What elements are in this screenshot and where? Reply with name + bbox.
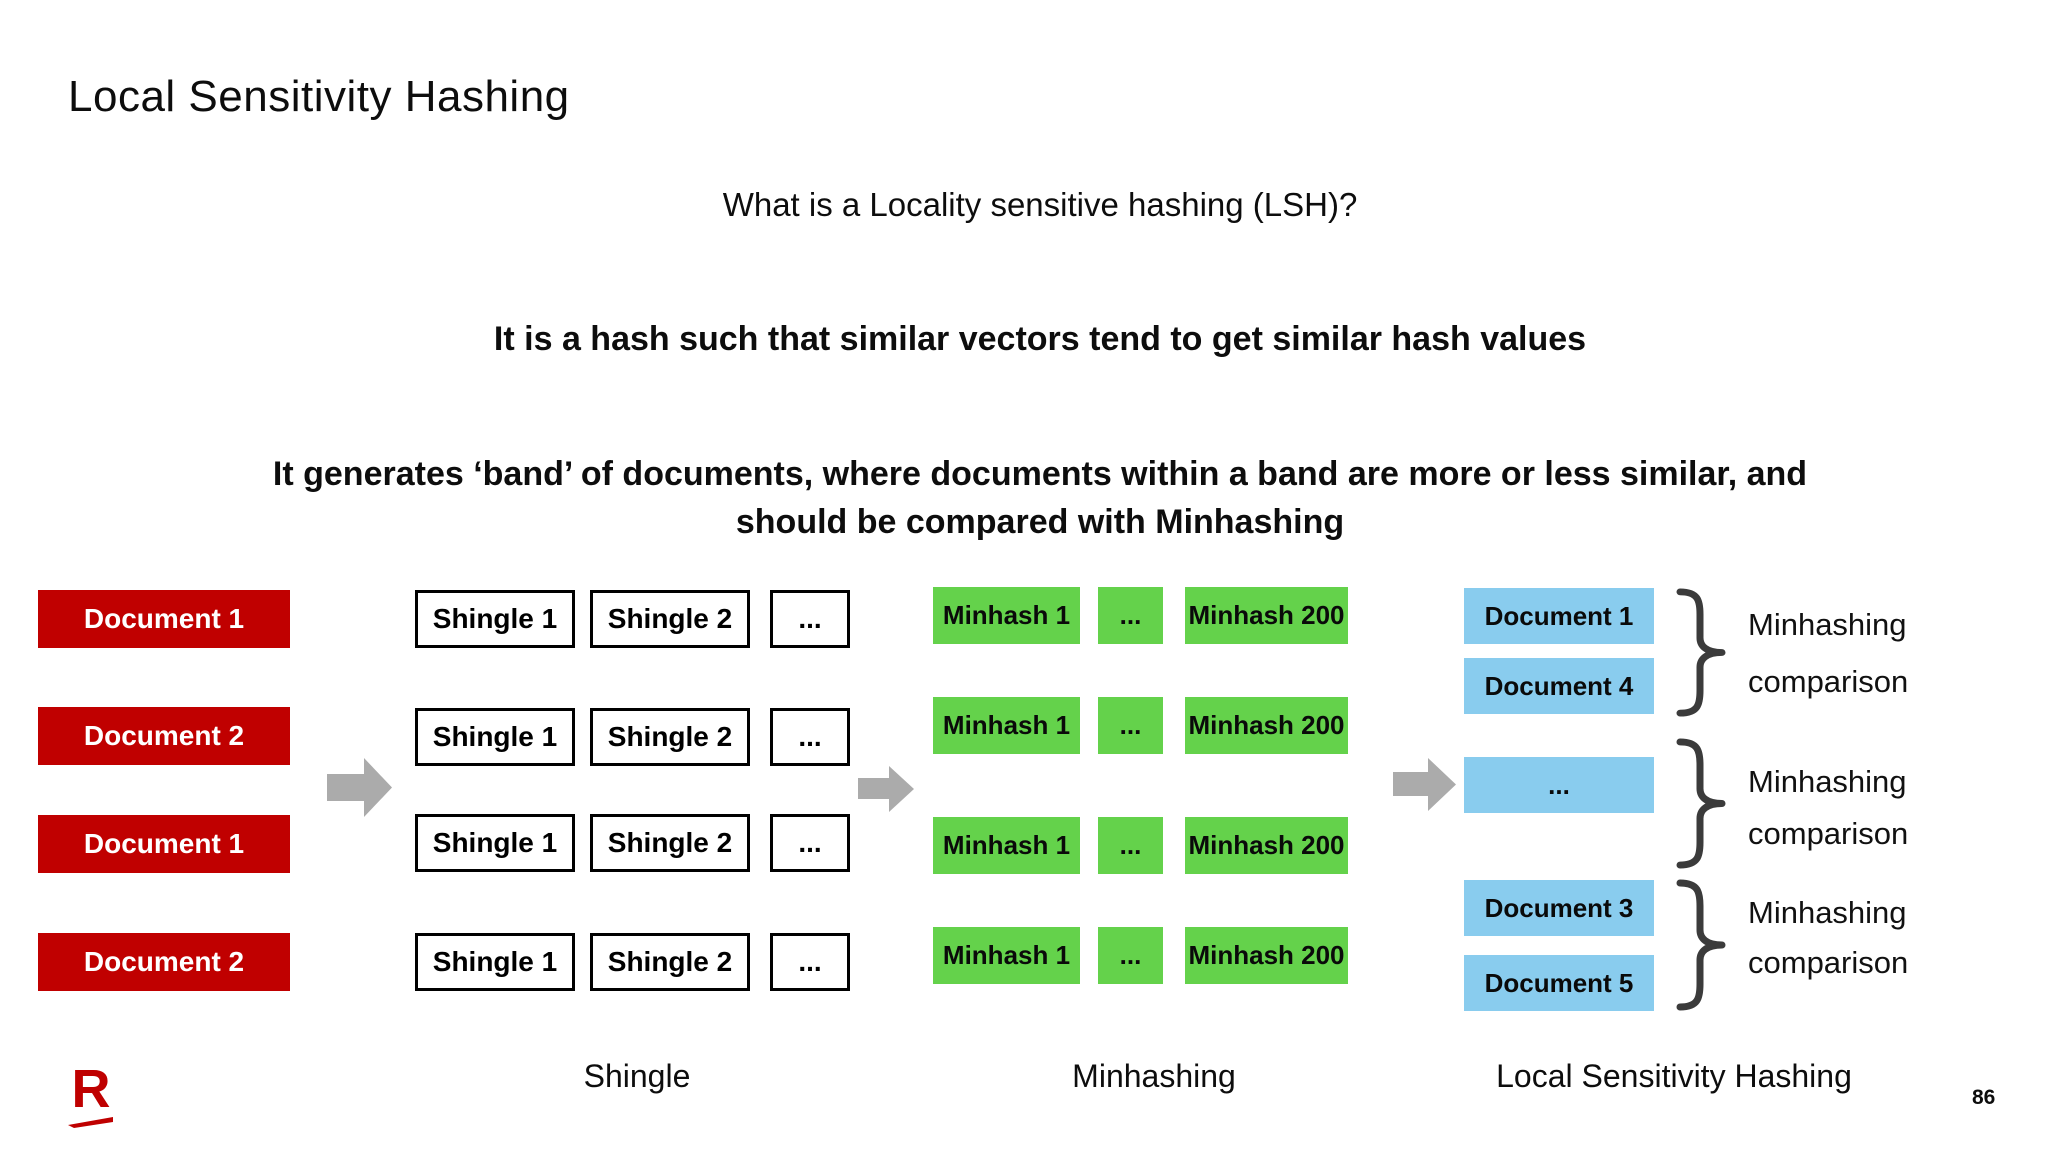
band-comparison-label: Minhashing <box>1748 607 1907 642</box>
shingle-ellipsis-box: ... <box>770 814 850 872</box>
arrow-right-icon <box>858 766 914 812</box>
minhash-box: Minhash 1 <box>933 817 1080 874</box>
shingle-ellipsis-box: ... <box>770 590 850 648</box>
band-document-box: Document 3 <box>1464 880 1654 936</box>
statement-band-definition: It generates ‘band’ of documents, where … <box>0 450 2048 546</box>
statement-hash-definition: It is a hash such that similar vectors t… <box>493 320 1587 358</box>
shingle-box: Shingle 1 <box>415 708 575 766</box>
page-title: Local Sensitivity Hashing <box>68 72 570 121</box>
band-comparison-label: Minhashing <box>1748 764 1907 799</box>
minhash-box: Minhash 200 <box>1185 817 1348 874</box>
curly-brace-icon <box>1676 738 1726 869</box>
band-document-box: Document 4 <box>1464 658 1654 714</box>
shingle-box: Shingle 2 <box>590 933 750 991</box>
minhash-box: Minhash 200 <box>1185 927 1348 984</box>
band-comparison-label: comparison <box>1748 664 1909 699</box>
rakuten-logo-swoosh-icon <box>68 1117 113 1128</box>
curly-brace-icon <box>1676 588 1726 717</box>
shingle-box: Shingle 2 <box>590 814 750 872</box>
band-document-box: Document 5 <box>1464 955 1654 1011</box>
shingle-box: Shingle 2 <box>590 708 750 766</box>
rakuten-logo: R <box>66 1062 116 1128</box>
band-comparison-label: comparison <box>1748 816 1909 851</box>
arrow-right-icon <box>1393 758 1456 811</box>
band-comparison-label: comparison <box>1748 945 1909 980</box>
statement-band-line1: It generates ‘band’ of documents, where … <box>272 455 1808 493</box>
rakuten-logo-letter: R <box>71 1059 111 1119</box>
minhash-box: Minhash 1 <box>933 927 1080 984</box>
document-box: Document 2 <box>38 933 290 991</box>
stage-label-lsh: Local Sensitivity Hashing <box>1496 1058 1852 1094</box>
minhash-ellipsis-box: ... <box>1098 817 1163 874</box>
shingle-box: Shingle 1 <box>415 814 575 872</box>
shingle-ellipsis-box: ... <box>770 708 850 766</box>
band-ellipsis-box: ... <box>1464 757 1654 813</box>
document-box: Document 1 <box>38 590 290 648</box>
document-box: Document 2 <box>38 707 290 765</box>
minhash-box: Minhash 200 <box>1185 697 1348 754</box>
minhash-box: Minhash 1 <box>933 587 1080 644</box>
statement-band-line2: should be compared with Minhashing <box>735 503 1345 541</box>
shingle-box: Shingle 1 <box>415 590 575 648</box>
shingle-box: Shingle 1 <box>415 933 575 991</box>
shingle-box: Shingle 2 <box>590 590 750 648</box>
minhash-ellipsis-box: ... <box>1098 587 1163 644</box>
stage-label-minhashing: Minhashing <box>1072 1058 1236 1094</box>
curly-brace-icon <box>1676 879 1726 1011</box>
document-box: Document 1 <box>38 815 290 873</box>
band-comparison-label: Minhashing <box>1748 895 1907 930</box>
minhash-ellipsis-box: ... <box>1098 697 1163 754</box>
stage-label-shingle: Shingle <box>583 1058 691 1094</box>
arrow-right-icon <box>327 758 392 817</box>
page-number: 86 <box>1972 1086 1996 1109</box>
minhash-box: Minhash 1 <box>933 697 1080 754</box>
minhash-ellipsis-box: ... <box>1098 927 1163 984</box>
minhash-box: Minhash 200 <box>1185 587 1348 644</box>
shingle-ellipsis-box: ... <box>770 933 850 991</box>
band-document-box: Document 1 <box>1464 588 1654 644</box>
question-text: What is a Locality sensitive hashing (LS… <box>722 186 1358 223</box>
